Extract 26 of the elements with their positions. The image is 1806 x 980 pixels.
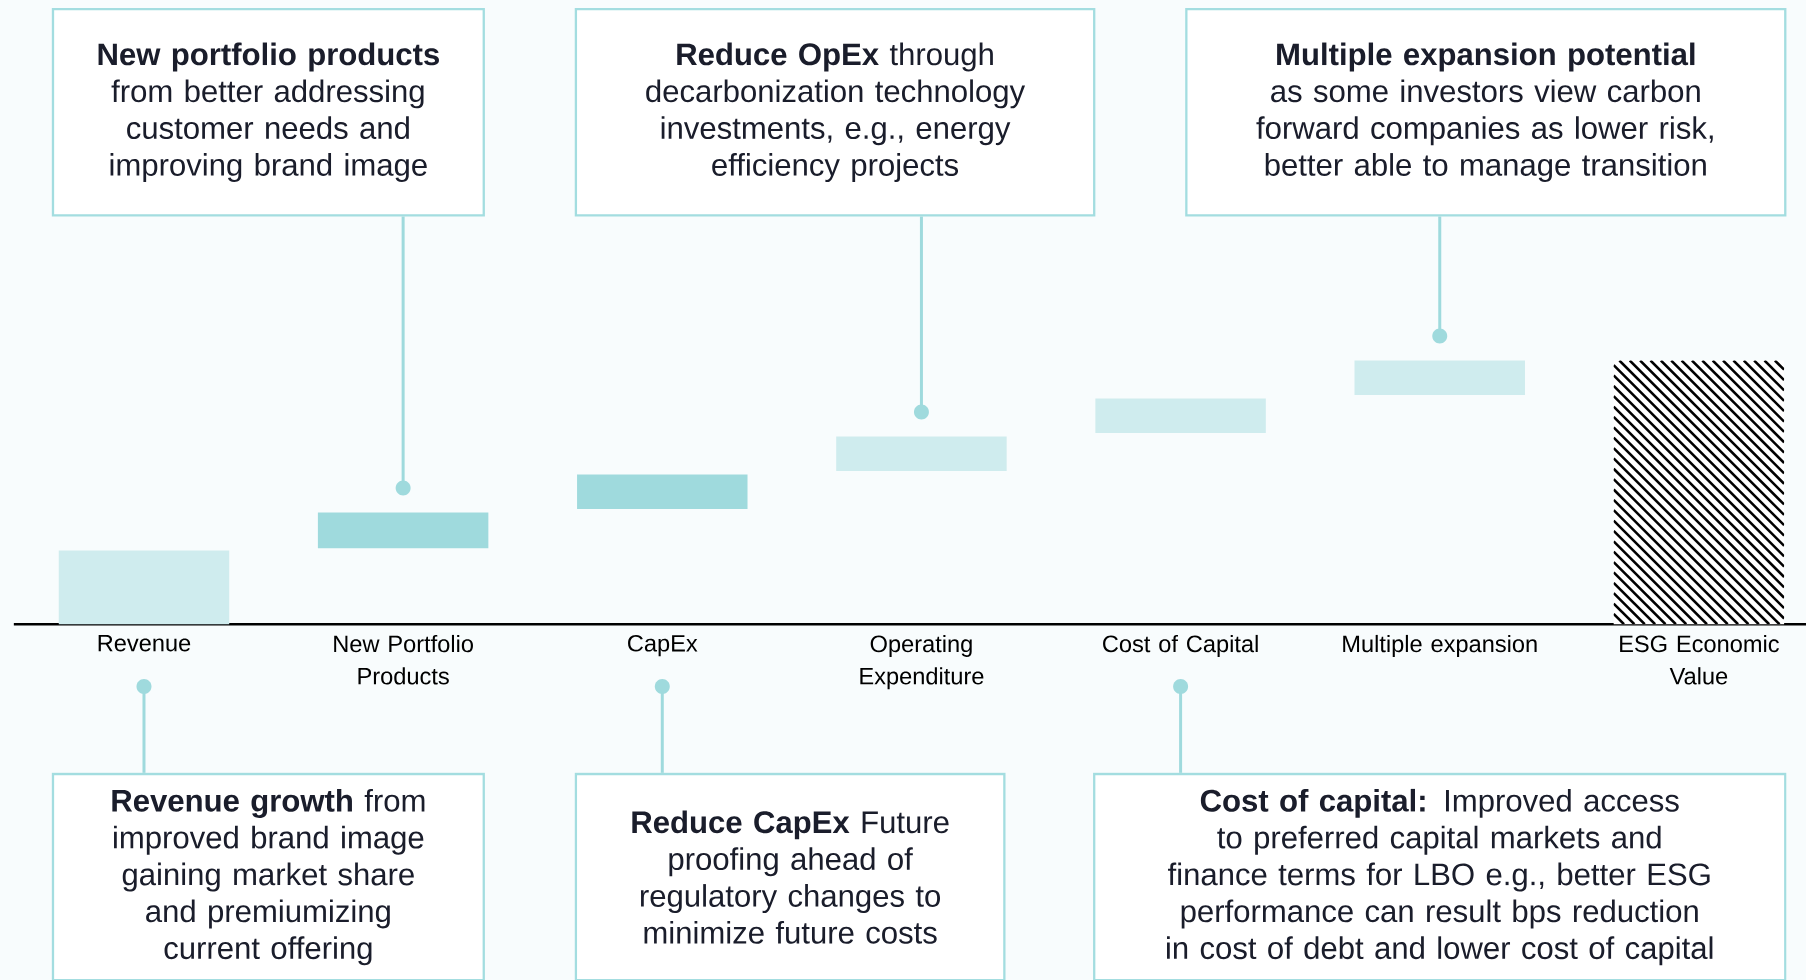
callout-box: Revenue growth from improved brand image gaining market share and premiumizing current offering	[51, 772, 485, 980]
category-label: Operating Expenditure	[860, 634, 984, 690]
bar	[1354, 360, 1525, 395]
category-label: Multiple expansion	[1343, 634, 1537, 657]
leader-line	[654, 678, 670, 773]
bar	[1095, 398, 1266, 433]
leader-line	[1173, 678, 1189, 773]
callout-box: New portfolio products from better addressing customer needs and improving brand image	[51, 7, 485, 217]
leader-line	[1432, 216, 1448, 344]
category-label: Cost of Capital	[1103, 634, 1258, 657]
hatched-bar	[1613, 360, 1785, 625]
category-label: New Portfolio Products	[334, 634, 473, 685]
callout-box: Multiple expansion potential as some investors view carbon forward companies as lower risk, better able to manage transition	[1185, 7, 1787, 217]
callout-box: Cost of capital: Improved access to preferred capital markets and finance terms for LBO e.g., better ESG performance can result bps reduction in cost of debt and lower cost of capital	[1093, 772, 1787, 980]
bar	[836, 436, 1007, 471]
leader-line	[395, 216, 411, 496]
bar	[317, 512, 489, 549]
leader-line	[136, 678, 152, 773]
category-label: CapEx	[628, 634, 698, 657]
bar	[577, 474, 748, 509]
leader-line	[913, 216, 929, 420]
bar	[58, 550, 230, 625]
callout-box: Reduce OpEx through decarbonization technology investments, e.g., energy efficiency projects	[574, 7, 1096, 217]
category-label: Revenue	[98, 634, 191, 652]
callout-box: Reduce CapEx Future proofing ahead of regulatory changes to minimize future costs	[574, 772, 1006, 980]
category-label: ESG Economic Value	[1620, 634, 1779, 685]
